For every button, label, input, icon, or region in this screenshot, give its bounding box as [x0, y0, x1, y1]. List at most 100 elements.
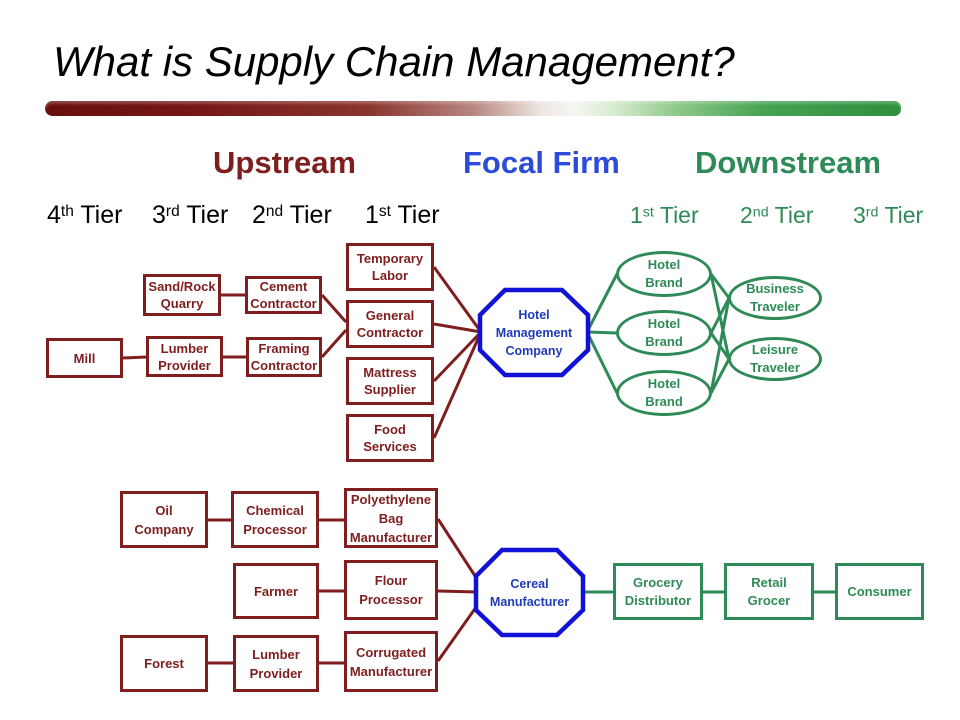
slide-title: What is Supply Chain Management? [53, 38, 735, 85]
title-underline-swoosh [45, 101, 901, 116]
tier-number: 1 [630, 202, 643, 228]
tier-ordinal-suffix: st [378, 203, 391, 221]
connector-food-services-to-hotel-management-company [432, 331, 483, 439]
upstream-tier-3-label: 3rd Tier [152, 203, 228, 228]
business-traveler-node: Business Traveler [728, 276, 822, 320]
tier-ordinal-suffix: rd [165, 203, 180, 221]
consumer-node: Consumer [835, 563, 924, 620]
temporary-labor-node: Temporary Labor [346, 243, 434, 291]
hotel-brand-1-node: Hotel Brand [616, 251, 712, 297]
temporary-labor-label: Temporary Labor [356, 251, 424, 283]
tier-word: Tier [80, 201, 123, 229]
general-contractor-node: General Contractor [346, 300, 434, 348]
mattress-supplier-node: Mattress Supplier [346, 357, 434, 405]
food-services-label: Food Services [363, 422, 417, 454]
polyethylene-bag-manufacturer-label: Polyethylene Bag Manufacturer [349, 491, 433, 545]
tier-ordinal-suffix: st [642, 204, 654, 221]
tier-word: Tier [397, 201, 440, 229]
corrugated-manufacturer-label: Corrugated Manufacturer [349, 644, 433, 679]
grocery-distributor-node: Grocery Distributor [613, 563, 703, 620]
tier-number: 3 [853, 202, 866, 228]
mill-label: Mill [73, 350, 96, 366]
hotel-brand-label: Hotel Brand [645, 316, 683, 349]
connector-temporary-labor-to-hotel-management-company [432, 266, 483, 333]
tier-word: Tier [884, 202, 924, 228]
farmer-label: Farmer [253, 583, 299, 599]
connector-mill-to-lumber-provider [122, 355, 147, 360]
connector-hotel-brand-3-to-leisure-traveler [709, 358, 731, 394]
general-contractor-label: General Contractor [356, 308, 424, 340]
tier-number: 3 [152, 201, 166, 229]
connector-general-contractor-to-hotel-management-company [433, 322, 482, 334]
forest-node: Forest [120, 635, 208, 692]
connector-hotel-brand-3-to-business-traveler [709, 297, 731, 394]
tier-word: Tier [186, 201, 229, 229]
hotel-management-company-label: Hotel Management Company [495, 307, 573, 358]
flour-processor-node: Flour Processor [344, 560, 438, 620]
connector-hotel-brand-1-to-business-traveler [709, 273, 731, 299]
tier-word: Tier [659, 202, 699, 228]
forest-label: Forest [144, 656, 184, 671]
downstream-tier-1-label: 1st Tier [630, 204, 699, 227]
lumber-provider-label: Lumber Provider [158, 340, 211, 373]
cereal-manufacturer-label: Cereal Manufacturer [489, 576, 570, 609]
downstream-tier-3-label: 3rd Tier [853, 204, 923, 227]
retail-grocer-label: Retail Grocer [747, 574, 791, 608]
food-services-node: Food Services [346, 414, 434, 462]
grocery-distributor-label: Grocery Distributor [624, 574, 692, 608]
upstream-tier-4-label: 4th Tier [47, 203, 122, 228]
chemical-processor-node: Chemical Processor [231, 491, 319, 548]
cement-contractor-node: Cement Contractor [245, 276, 322, 314]
cereal-manufacturer-label-box: Cereal Manufacturer [476, 550, 583, 635]
framing-contractor-node: Framing Contractor [246, 337, 322, 377]
connector-polyethylene-bag-manufacturer-to-cereal-manufacturer [436, 518, 481, 583]
mill-node: Mill [46, 338, 123, 378]
downstream-tier-2-label: 2nd Tier [740, 204, 813, 227]
cereal-upstream-connectors [208, 518, 481, 665]
connector-flour-processor-to-cereal-manufacturer [437, 589, 478, 594]
framing-contractor-label: Framing Contractor [250, 341, 318, 373]
tier-ordinal-suffix: th [60, 203, 74, 221]
consumer-label: Consumer [847, 583, 912, 599]
tier-ordinal-suffix: nd [265, 203, 284, 221]
leisure-traveler-node: Leisure Traveler [728, 337, 822, 381]
flour-processor-label: Flour Processor [359, 573, 423, 607]
connector-mattress-supplier-to-hotel-management-company [432, 330, 483, 383]
sand-rock-quarry-node: Sand/Rock Quarry [143, 274, 221, 316]
tier-number: 4 [47, 201, 61, 229]
hotel-brand-label: Hotel Brand [645, 376, 683, 409]
upstream-header: Upstream [213, 145, 356, 180]
hotel-brand-label: Hotel Brand [645, 257, 683, 290]
mattress-supplier-label: Mattress Supplier [363, 365, 417, 397]
downstream-header: Downstream [695, 145, 882, 180]
retail-grocer-node: Retail Grocer [724, 563, 814, 620]
sand-rock-quarry-label: Sand/Rock Quarry [148, 279, 216, 311]
connector-hotel-brand-2-to-business-traveler [709, 297, 731, 334]
hotel-downstream-connectors [585, 273, 731, 394]
upstream-tier-2-label: 2nd Tier [252, 203, 332, 228]
oil-company-node: Oil Company [120, 491, 208, 548]
connector-framing-contractor-to-general-contractor [320, 329, 348, 358]
leisure-traveler-label: Leisure Traveler [750, 342, 800, 375]
tier-number: 2 [252, 201, 266, 229]
tier-word: Tier [774, 202, 814, 228]
oil-company-label: Oil Company [134, 502, 194, 537]
tier-ordinal-suffix: rd [865, 204, 879, 221]
tier-number: 1 [365, 201, 379, 229]
connector-hotel-management-company-to-hotel-brand-2 [586, 330, 618, 335]
connector-hotel-management-company-to-hotel-brand-1 [585, 273, 619, 333]
business-traveler-label: Business Traveler [746, 281, 804, 314]
upstream-tier-1-label: 1st Tier [365, 203, 440, 228]
cement-contractor-label: Cement Contractor [250, 279, 317, 311]
hotel-upstream-connectors [122, 266, 483, 439]
cereal-manufacturer-octagon [473, 547, 586, 638]
corrugated-manufacturer-node: Corrugated Manufacturer [344, 631, 438, 692]
hotel-management-company-label-box: Hotel Management Company [480, 290, 588, 375]
connector-corrugated-manufacturer-to-cereal-manufacturer [436, 602, 481, 662]
connector-cement-contractor-to-general-contractor [320, 294, 348, 323]
hotel-brand-2-node: Hotel Brand [616, 310, 712, 356]
tier-number: 2 [740, 202, 753, 228]
farmer-node: Farmer [233, 563, 319, 619]
tier-ordinal-suffix: nd [752, 204, 769, 221]
